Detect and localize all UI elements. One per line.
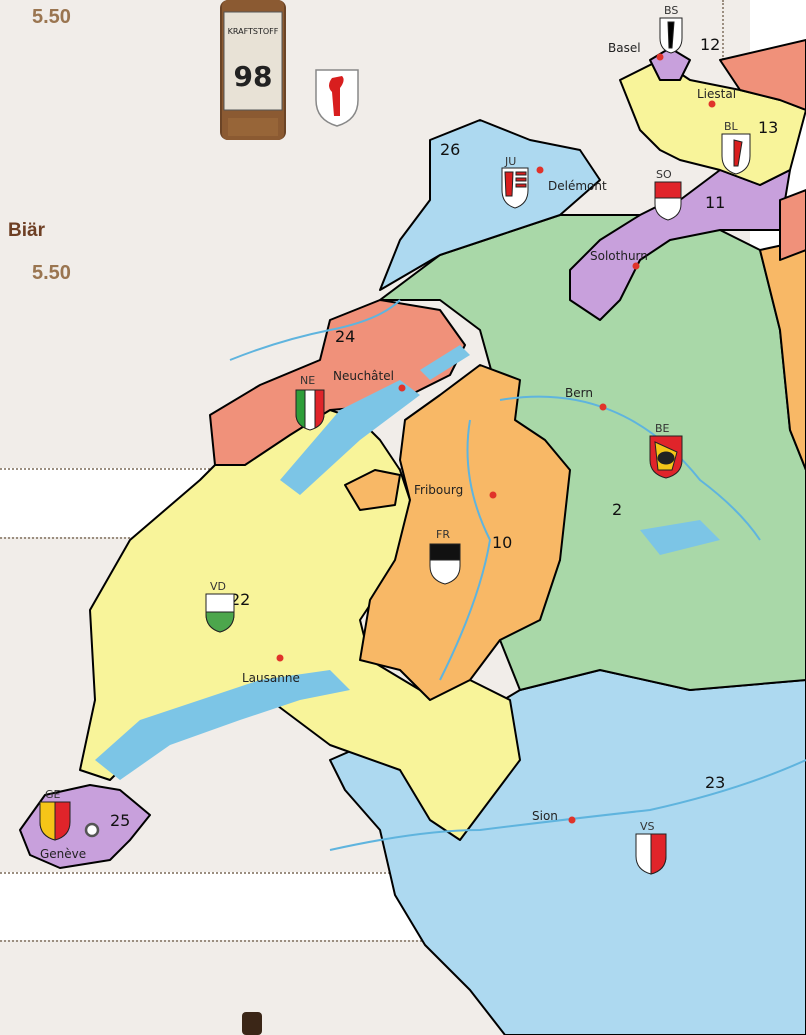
crest-vs-icon [635, 833, 667, 875]
crest-fr-icon [429, 543, 461, 585]
bottle-brand: KRAFTSTOFF [228, 27, 279, 36]
canton-code-be: BE [655, 422, 670, 435]
canton-code-ge: GE [45, 788, 61, 801]
beer-bottle-bottom-image [242, 1012, 262, 1035]
canton-code-ju: JU [504, 155, 516, 168]
canton-code-bl: BL [724, 120, 739, 133]
crest-bl-icon [721, 133, 751, 175]
lake-thun [640, 520, 720, 555]
crest-vd-icon [205, 593, 235, 633]
city-basel: Basel [608, 41, 641, 55]
canton-number-25: 25 [110, 811, 130, 830]
basel-crest-icon [315, 69, 359, 127]
canton-ag-lower [779, 189, 806, 261]
lake-geneva [95, 670, 350, 780]
city-dot-basel [656, 53, 664, 61]
city-neuchatel: Neuchâtel [333, 369, 394, 383]
crest-ju-icon [501, 167, 529, 209]
divider-bottom [0, 940, 730, 942]
canton-code-so: SO [656, 168, 672, 181]
menu-item-price: 5.50 [32, 262, 71, 284]
canton-code-bs: BS [664, 4, 678, 17]
canton-fr [359, 364, 571, 701]
lake-neuchatel [280, 380, 420, 495]
canton-bl [619, 59, 806, 186]
canton-code-vs: VS [640, 820, 655, 833]
city-dot-fribourg [489, 491, 497, 499]
canton-ju [379, 119, 601, 291]
city-delemont: Delémont [548, 179, 607, 193]
canton-code-fr: FR [436, 528, 450, 541]
canton-code-ne: NE [300, 374, 315, 387]
price-top: 5.50 [32, 6, 71, 28]
crest-so-icon [654, 181, 682, 221]
river-aare [499, 395, 761, 541]
canton-number-2: 2 [612, 500, 622, 519]
divider-vertical [722, 0, 724, 60]
river-doubs [229, 299, 401, 361]
canton-number-24: 24 [335, 327, 355, 346]
city-dot-delemont [536, 166, 544, 174]
canton-number-26: 26 [440, 140, 460, 159]
canton-code-vd: VD [210, 580, 226, 593]
crest-ge-icon [39, 801, 71, 841]
canton-number-12: 12 [700, 35, 720, 54]
canton-number-13: 13 [758, 118, 778, 137]
canton-ag [719, 39, 806, 111]
river-rhone [329, 759, 806, 851]
canton-fr-enclave [344, 469, 401, 511]
lake-biel [420, 345, 470, 380]
city-liestal: Liestal [697, 87, 736, 101]
beer-bottle-image: KRAFTSTOFF 98 [220, 0, 286, 140]
canton-number-11: 11 [705, 193, 725, 212]
city-marker-geneve [84, 822, 100, 838]
canton-number-10: 10 [492, 533, 512, 552]
city-solothurn: Solothurn [590, 249, 648, 263]
city-dot-liestal [708, 100, 716, 108]
crest-ne-icon [295, 389, 325, 431]
city-dot-solothurn [632, 262, 640, 270]
city-bern: Bern [565, 386, 593, 400]
city-geneve: Genève [40, 847, 86, 861]
bottle-label: 98 [234, 60, 273, 93]
city-dot-lausanne [276, 654, 284, 662]
canton-number-22: 22 [230, 590, 250, 609]
city-fribourg: Fribourg [414, 483, 463, 497]
divider-middle-bottom [0, 872, 730, 874]
canton-number-23: 23 [705, 773, 725, 792]
river-saane [439, 419, 492, 681]
crest-be-icon [649, 435, 683, 479]
crest-bs-icon [659, 17, 683, 54]
menu-item-name: Biär [8, 220, 45, 241]
city-dot-neuchatel [398, 384, 406, 392]
city-dot-bern [599, 403, 607, 411]
city-sion: Sion [532, 809, 558, 823]
city-lausanne: Lausanne [242, 671, 300, 685]
city-dot-sion [568, 816, 576, 824]
